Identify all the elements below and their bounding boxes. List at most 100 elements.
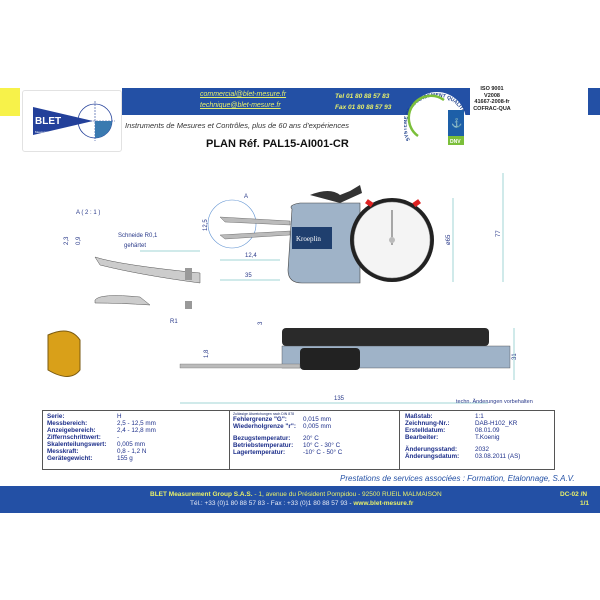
spec-row: Wiederholgrenze "r": 0,005 mm [233, 423, 393, 430]
company-address: - 1, avenue du Président Pompidou - 9250… [252, 491, 442, 498]
dim-r1: R1 [170, 319, 178, 325]
tagline: Instruments de Mesures et Contrôles, plu… [125, 121, 350, 130]
dim-diameter-65: ø65 [446, 234, 452, 245]
logo-text: BLET [35, 116, 61, 127]
services-text: Prestations de services associées : Form… [340, 474, 575, 483]
spec-row: Fehlergrenze "G": 0,015 mm [233, 416, 393, 423]
specs-middle-column: Zulässige Abweichungen nach DIN 878 Fehl… [233, 412, 393, 469]
spec-value: 2,4 - 12,8 mm [117, 427, 156, 434]
spec-value: 1:1 [475, 413, 484, 420]
spec-value: 03.08.2011 (AS) [475, 453, 521, 460]
spec-row: Bezugstemperatur:20° C [233, 435, 393, 442]
cutting-edge-note: Schneide R0,1 [118, 233, 158, 239]
dnv-label: DNV [450, 139, 461, 145]
iso-certification-badge: SYSTEME DE MANAGEMENT QUALITE CERTIFIE I… [402, 80, 472, 154]
dim-12-4: 12,4 [245, 253, 257, 259]
spec-value: DAB-H102_KR [475, 420, 518, 427]
spec-row: Maßstab: 1:1 [405, 413, 555, 420]
dim-77: 77 [496, 230, 502, 237]
header-band-right [588, 88, 600, 115]
iso-line: COFRAC-QUA [473, 105, 511, 112]
spec-value: T.Koenig [475, 434, 500, 441]
spec-label: Wiederholgrenze "r": [233, 423, 296, 430]
spec-label: Bearbeiter: [405, 434, 439, 441]
spec-value: -10° C - 50° C [303, 449, 343, 456]
spec-label: Änderungsdatum: [405, 453, 460, 460]
tolerance-note: Zulässige Abweichungen nach DIN 878 [233, 412, 295, 416]
spec-row: Änderungsstand: 2032 [405, 446, 555, 453]
iso-info: ISO 9001 V2008 41667-2008-fr COFRAC-QUA [472, 86, 512, 112]
document-code: DC-02 /N [560, 491, 588, 498]
spec-row: Zeichnung-Nr.: DAB-H102_KR [405, 420, 555, 427]
spec-value: 0,005 mm [117, 441, 145, 448]
brand-label: Kroeplin [296, 235, 321, 243]
company-name: BLET Measurement Group S.A.S. [150, 491, 253, 498]
spec-label: Bezugstemperatur: [233, 435, 291, 442]
spec-label: Serie: [47, 413, 65, 420]
spec-row: Skalenteilungswert:0,005 mm [47, 441, 227, 448]
spec-row: Anzeigebereich: 2,4 - 12,8 mm [47, 427, 227, 434]
spec-value: 155 g [117, 455, 133, 462]
spec-value: H [117, 413, 122, 420]
column-divider [229, 411, 230, 469]
detail-label: A ( 2 : 1 ) [76, 210, 100, 216]
spec-row: Ziffernschrittwert: - [47, 434, 227, 441]
dim-2-3: 2,3 [64, 236, 70, 245]
spec-value: 0,8 - 1,2 N [117, 448, 147, 455]
iso-line: ISO 9001 V2008 [480, 86, 504, 99]
dim-135: 135 [334, 396, 345, 402]
svg-text:⚓: ⚓ [451, 117, 462, 128]
spec-value: 10° C - 30° C [303, 442, 341, 449]
blet-logo: BLET Measurement Group [22, 90, 122, 152]
spec-row: Änderungsdatum: 03.08.2011 (AS) [405, 453, 555, 460]
spec-row: Erstelldatum: 08.01.09 [405, 427, 555, 434]
column-divider [399, 411, 400, 469]
email-technique-link[interactable]: technique@blet-mesure.fr [200, 102, 281, 109]
spec-row: Lagertemperatur: -10° C - 50° C [233, 449, 393, 456]
spec-row: Betriebstemperatur: 10° C - 30° C [233, 442, 393, 449]
spec-label: Fehlergrenze "G": [233, 416, 287, 423]
contact-info: Tél.: +33 (0)1 80 88 57 83 - Fax : +33 (… [190, 500, 354, 507]
technical-change-note: techn. Änderungen vorbehalten [456, 399, 533, 405]
page-title: PLAN Réf. PAL15-AI001-CR [206, 138, 349, 150]
dim-1-8: 1,8 [204, 349, 210, 358]
spec-label: Lagertemperatur: [233, 449, 286, 456]
dim-3: 3 [258, 321, 264, 325]
dim-35: 35 [245, 273, 252, 279]
spec-label: Ziffernschrittwert: [47, 434, 101, 441]
website-link[interactable]: www.blet-mesure.fr [353, 500, 414, 507]
spec-row: Serie: H [47, 413, 227, 420]
page-number: 1/1 [580, 500, 590, 507]
spec-value: - [117, 434, 120, 441]
spec-value: 0,015 mm [303, 416, 331, 423]
technical-drawing: A ( 2 : 1 ) Schneide R0,1 gehärtet 2,3 0… [47, 173, 518, 404]
telephone: Tel 01 80 88 57 83 [335, 93, 390, 100]
dim-0-9: 0,9 [76, 236, 82, 245]
detail-marker: A [244, 194, 248, 200]
spec-label: Maßstab: [405, 413, 433, 420]
iso-line: 41667-2008-fr [474, 99, 510, 106]
spec-label: Gerätegewicht: [47, 455, 93, 462]
footer: BLET Measurement Group S.A.S. - 1, avenu… [0, 486, 600, 513]
spec-value: 08.01.09 [475, 427, 500, 434]
email-commercial-link[interactable]: commercial@blet-mesure.fr [200, 91, 287, 98]
spec-label: Änderungsstand: [405, 446, 458, 453]
yellow-accent [0, 88, 20, 116]
fax: Fax 01 80 88 57 93 [335, 104, 392, 111]
spec-row: Gerätegewicht: 155 g [47, 455, 227, 462]
spec-row: Messkraft:0,8 - 1,2 N [47, 448, 227, 455]
spec-value: 2032 [475, 446, 490, 453]
spec-value: 0,005 mm [303, 423, 331, 430]
spec-label: Betriebstemperatur: [233, 442, 294, 449]
spec-row: Bearbeiter: T.Koenig [405, 434, 555, 441]
spec-label: Anzeigebereich: [47, 427, 96, 434]
spec-value: 2,5 - 12,5 mm [117, 420, 156, 427]
hardened-note: gehärtet [124, 243, 146, 249]
logo-subtext: Measurement Group [35, 130, 63, 134]
spec-label: Zeichnung-Nr.: [405, 420, 450, 427]
spec-label: Erstelldatum: [405, 427, 446, 434]
